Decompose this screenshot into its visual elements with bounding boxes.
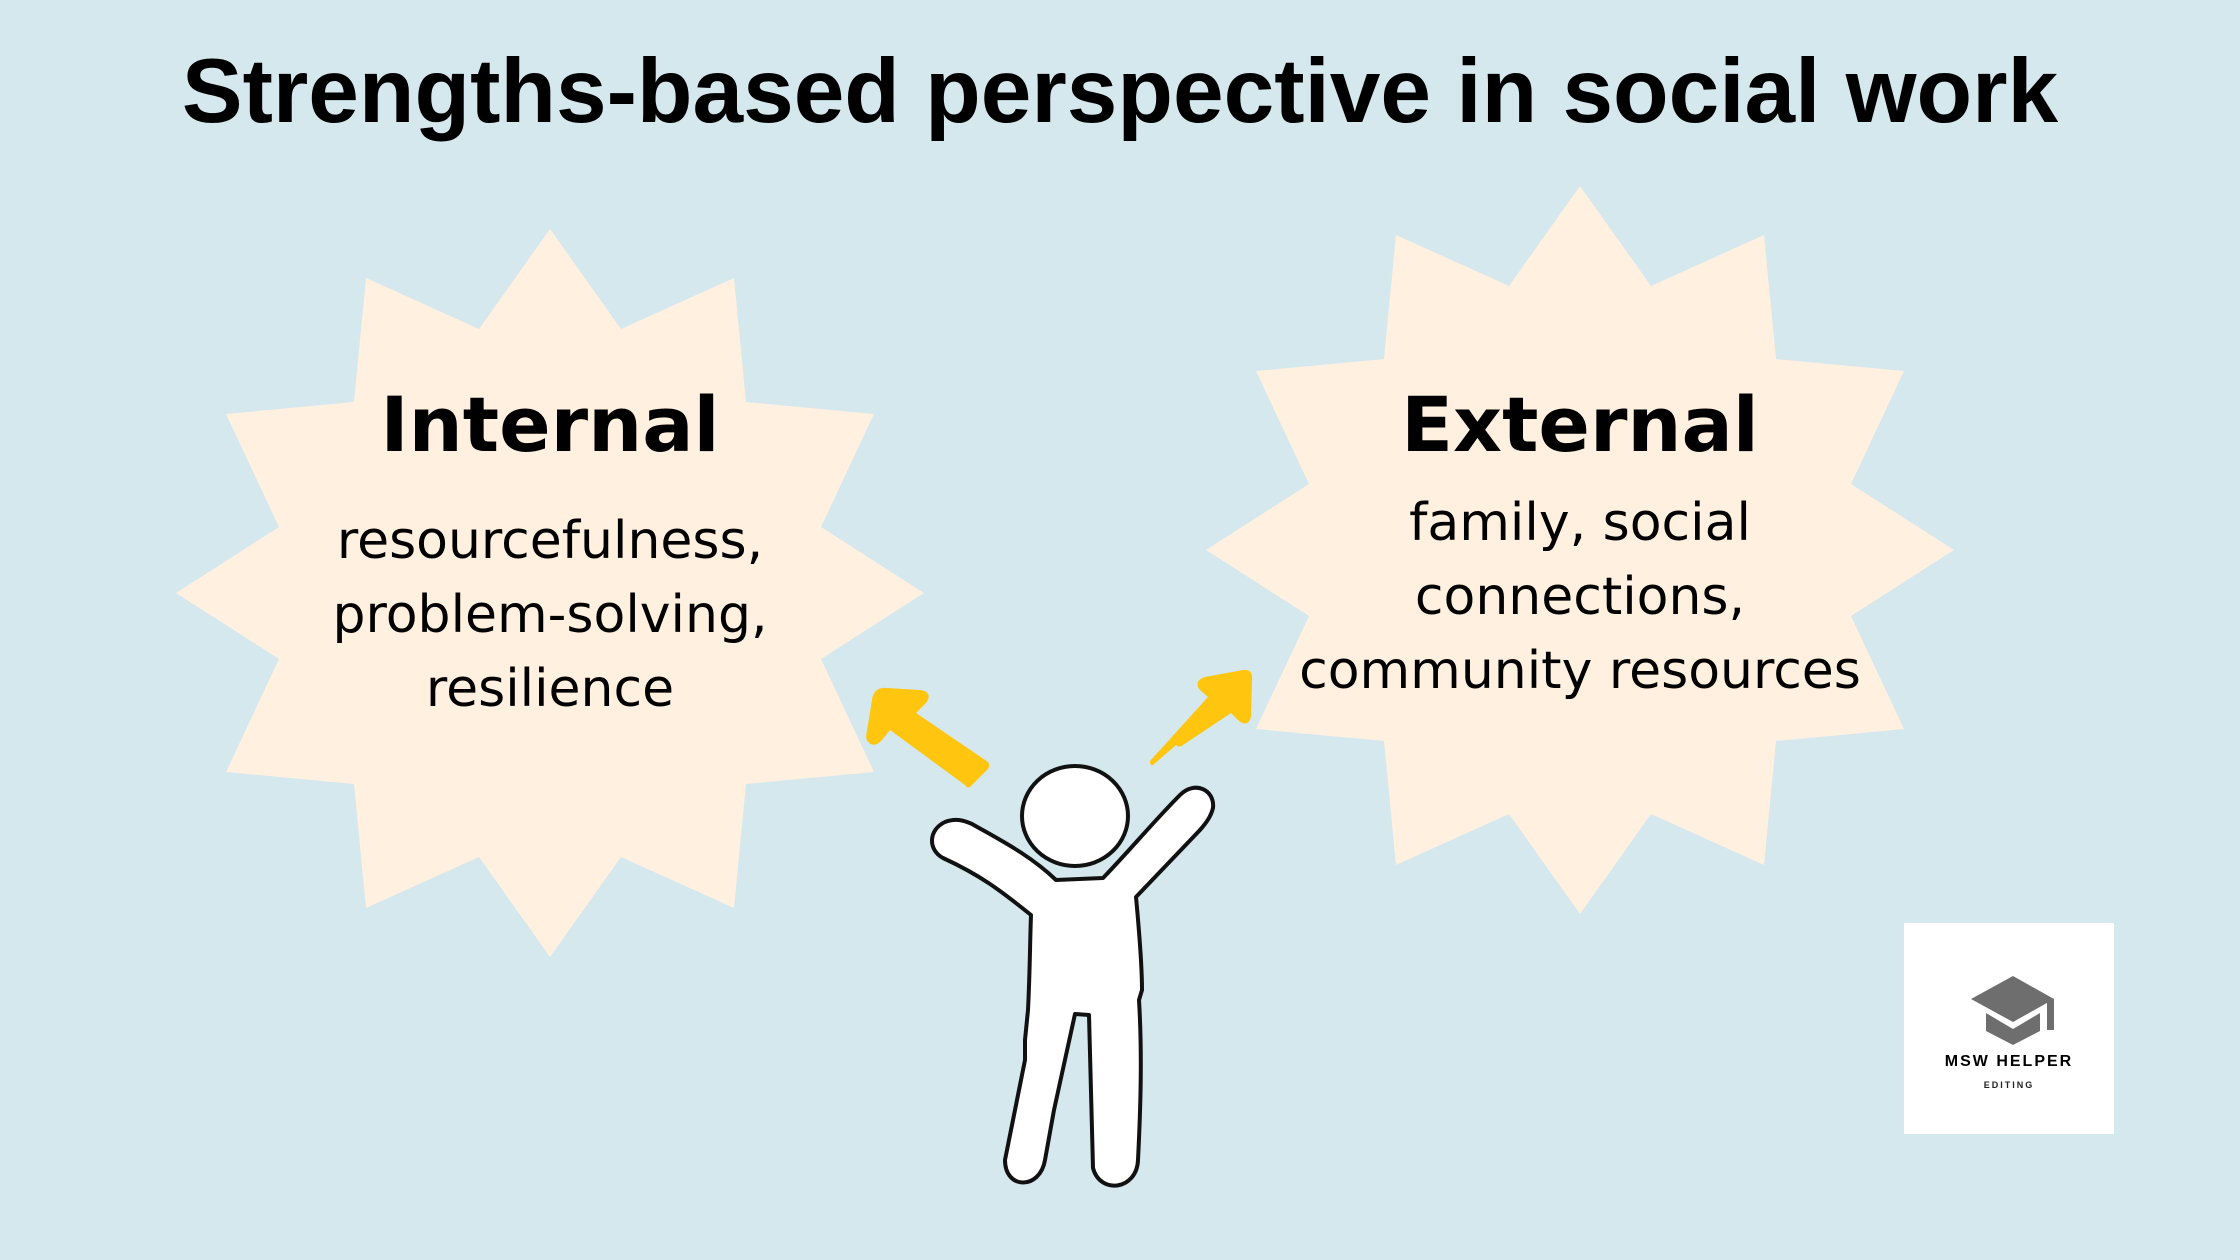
external-list: family, social connections, community re… — [1260, 486, 1900, 708]
internal-panel: Internal resourcefulness, problem-solvin… — [300, 380, 800, 726]
external-item: family, social — [1409, 493, 1751, 553]
internal-item: resourcefulness, — [336, 511, 764, 571]
arrow-up-right-icon — [1150, 669, 1253, 766]
external-panel: External family, social connections, com… — [1260, 380, 1900, 708]
msw-helper-logo: MSW HELPER EDITING — [1904, 923, 2114, 1134]
page-title: Strengths-based perspective in social wo… — [181, 41, 2059, 142]
internal-starburst — [176, 229, 924, 957]
external-heading: External — [1401, 380, 1759, 469]
logo-name: MSW HELPER — [1944, 1053, 2074, 1070]
external-item: community resources — [1299, 641, 1861, 701]
external-starburst — [1206, 186, 1954, 914]
internal-list: resourcefulness, problem-solving, resili… — [300, 504, 800, 726]
graduation-cap-icon — [1971, 976, 2054, 1045]
external-item: connections, — [1414, 567, 1746, 627]
logo-subtitle: EDITING — [1983, 1080, 2035, 1090]
arrow-up-left-icon — [866, 687, 990, 788]
internal-heading: Internal — [380, 380, 720, 469]
internal-item: problem-solving, — [332, 585, 768, 645]
person-arms-raised-icon — [930, 764, 1216, 1188]
internal-item: resilience — [425, 659, 675, 719]
